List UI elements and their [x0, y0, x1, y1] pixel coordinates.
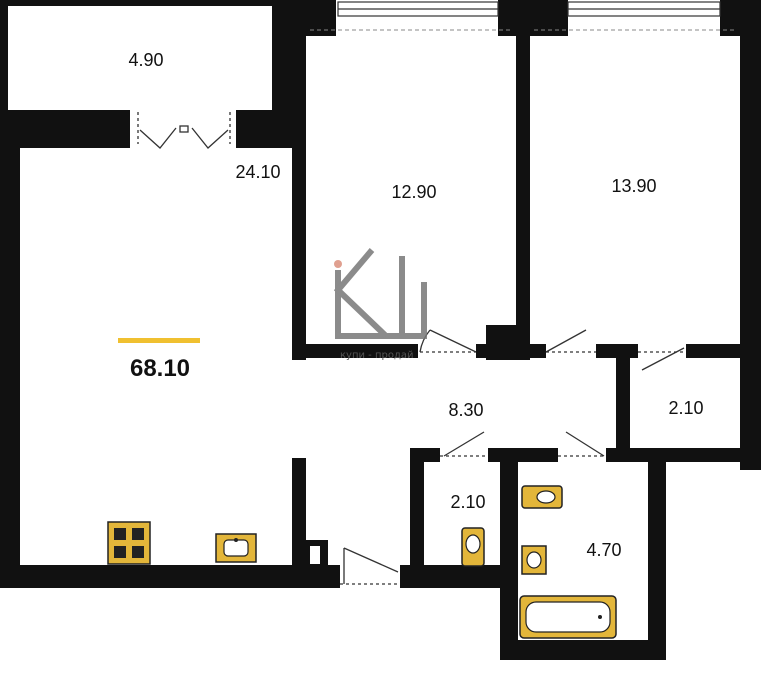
toilet-icon [461, 527, 485, 567]
watermark-logo-icon [333, 248, 427, 339]
balcony-area-label: 4.90 [128, 50, 163, 70]
total-area-label: 68.10 [130, 355, 190, 382]
stove-icon [107, 521, 151, 565]
bathroom-area-label: 4.70 [586, 540, 621, 560]
doors [137, 112, 686, 585]
bedroom-left-area-label: 12.90 [391, 182, 436, 202]
closet-area-label: 2.10 [668, 398, 703, 418]
sink-icon [521, 545, 547, 575]
walls [0, 0, 761, 660]
bathtub-icon [519, 595, 617, 639]
toilet-icon [521, 485, 563, 509]
bedroom-right-area-label: 13.90 [611, 176, 656, 196]
toilet-area-label: 2.10 [450, 492, 485, 512]
watermark-dot [334, 260, 342, 268]
total-area-accent-bar [118, 338, 200, 343]
sink-icon [215, 533, 257, 563]
living-area-label: 24.10 [235, 162, 280, 182]
watermark-text: купи - продай [340, 350, 414, 361]
hall-area-label: 8.30 [448, 400, 483, 420]
windows [337, 1, 721, 17]
